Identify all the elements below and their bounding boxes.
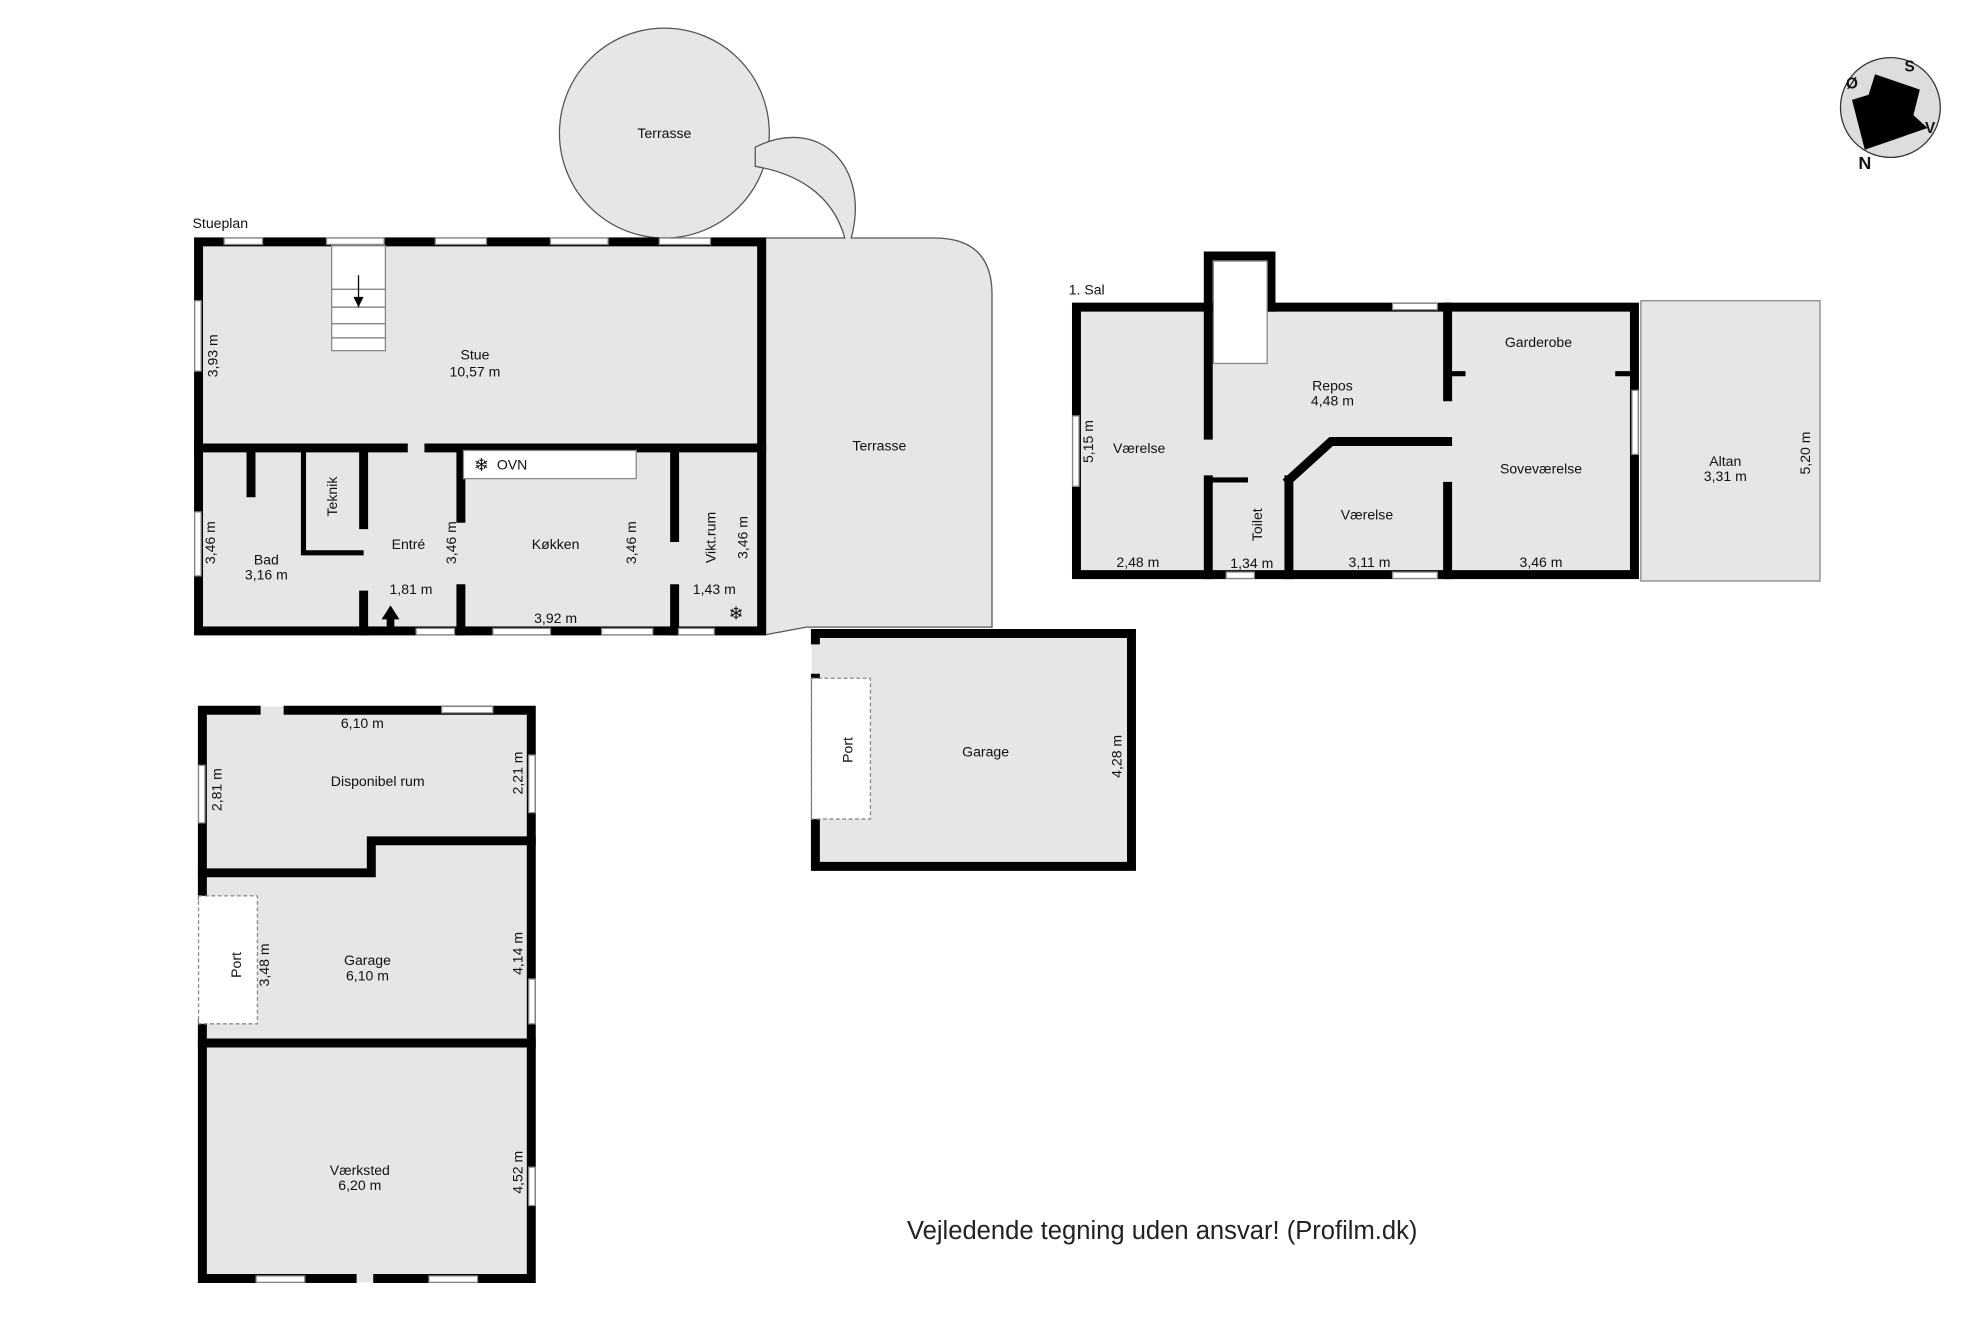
stair-icon: [331, 275, 386, 339]
vaerelse1-size: 2,48 m: [1116, 554, 1159, 570]
teknik-label: Teknik: [324, 476, 340, 517]
freezer-icon: ❄: [474, 455, 489, 475]
repos-label: Repos: [1312, 377, 1353, 393]
entrance-arrow-icon: [386, 616, 395, 635]
garderobe-label: Garderobe: [1505, 334, 1572, 350]
outbuilding: Disponibel rum 6,10 m 2,81 m 2,21 m Port…: [197, 705, 536, 1283]
oven-label: OVN: [497, 457, 527, 473]
first-floor: 1. Sal Værelse 2,48 m 5,15 m Repos 4,48 …: [1069, 251, 1821, 582]
out-garage-size: 6,10 m: [346, 967, 389, 983]
vaerksted-side: 4,52 m: [509, 1151, 525, 1194]
ground-floor-title: Stueplan: [193, 215, 249, 231]
garage-port-label: Port: [840, 737, 856, 763]
toilet-size: 1,34 m: [1230, 555, 1273, 571]
out-garage-label: Garage: [344, 952, 391, 968]
altan-label: Altan: [1709, 453, 1741, 469]
kokken-size: 3,92 m: [534, 610, 577, 626]
terrace-label: Terrasse: [852, 437, 906, 453]
kokken-label: Køkken: [532, 536, 580, 552]
disclaimer: Vejledende tegning uden ansvar! (Profilm…: [907, 1217, 1417, 1245]
bad-side: 3,46 m: [202, 521, 218, 564]
vikt-size: 1,43 m: [693, 581, 736, 597]
compass-n: N: [1858, 153, 1871, 173]
kokken-side: 3,46 m: [623, 521, 639, 564]
terrace-round-label: Terrasse: [637, 125, 691, 141]
vaerksted-label: Værksted: [330, 1162, 390, 1178]
compass-s: S: [1904, 59, 1914, 76]
bad-label: Bad: [254, 551, 279, 567]
altan-size: 3,31 m: [1704, 468, 1747, 484]
first-floor-title: 1. Sal: [1069, 281, 1105, 297]
compass-v: V: [1925, 120, 1936, 137]
sovevaerelse-label: Soveværelse: [1500, 461, 1582, 477]
out-garage-side-right: 4,14 m: [509, 932, 525, 975]
compass-icon: S Ø V N: [1839, 56, 1941, 173]
out-garage-port: Port: [228, 952, 244, 978]
stue-side: 3,93 m: [205, 334, 221, 377]
compass-o: Ø: [1846, 75, 1858, 92]
freezer-icon-2: ❄: [729, 603, 744, 623]
vaerelse1-label: Værelse: [1113, 440, 1166, 456]
vaerelse1-side: 5,15 m: [1080, 420, 1096, 463]
stue-size: 10,57 m: [450, 363, 501, 379]
stue-label: Stue: [461, 347, 490, 363]
altan-side: 5,20 m: [1797, 432, 1813, 475]
entre-label: Entré: [392, 536, 426, 552]
garage-label: Garage: [962, 743, 1009, 759]
disponibel-size: 6,10 m: [341, 715, 384, 731]
vaerelse2-label: Værelse: [1341, 507, 1394, 523]
garage-side: 4,28 m: [1108, 735, 1124, 778]
entre-size: 1,81 m: [389, 581, 432, 597]
bad-size: 3,16 m: [245, 567, 288, 583]
terrace-area: Terrasse Terrasse: [558, 27, 993, 636]
disponibel-label: Disponibel rum: [331, 773, 425, 789]
vaerelse2-size: 3,11 m: [1349, 554, 1391, 570]
vaerksted-size: 6,20 m: [338, 1177, 381, 1193]
vikt-side: 3,46 m: [735, 516, 751, 559]
out-garage-side-left: 3,48 m: [256, 943, 272, 986]
toilet-label: Toilet: [1249, 508, 1265, 541]
disponibel-side-right: 2,21 m: [509, 751, 525, 794]
repos-size: 4,48 m: [1311, 393, 1354, 409]
entre-side: 3,46 m: [443, 521, 459, 564]
vikt-label: Vikt.rum: [703, 512, 719, 563]
disponibel-side-left: 2,81 m: [209, 768, 225, 811]
sovevaerelse-size: 3,46 m: [1520, 554, 1563, 570]
ground-floor: Stueplan OVN ❄ ❄ Stue 10,57 m 3,93 m Bad…: [193, 215, 767, 636]
garage: Port Garage 4,28 m: [810, 629, 1136, 871]
